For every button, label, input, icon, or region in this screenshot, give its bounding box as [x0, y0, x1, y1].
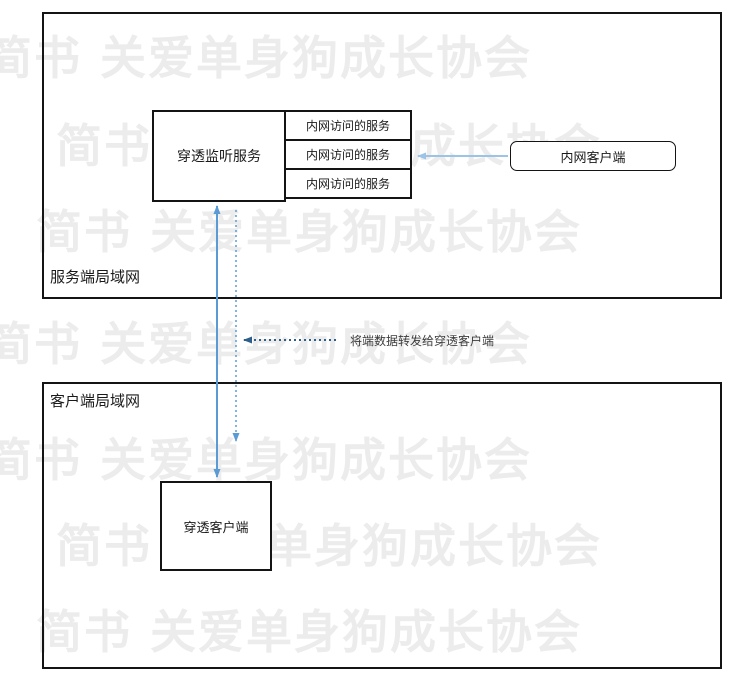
watermark-text: 简书 关爱单身狗成长协会: [56, 519, 603, 573]
client-lan-label: 客户端局域网: [50, 392, 141, 410]
intranet-service-box: 内网访问的服务: [284, 110, 412, 141]
server-lan-label: 服务端局域网: [50, 268, 141, 286]
intranet-client-box: 内网客户端: [510, 141, 676, 171]
client-lan-box: [42, 382, 722, 669]
watermark-text: 简书 关爱单身狗成长协会: [0, 31, 533, 85]
forward-data-label: 将端数据转发给穿透客户端: [350, 334, 495, 348]
intranet-service-box: 内网访问的服务: [284, 139, 412, 170]
intranet-client-label: 内网客户端: [560, 150, 626, 166]
watermark-text: 简书 关爱单身狗成长协会: [36, 605, 583, 659]
watermark-text: 简书 关爱单身狗成长协会: [36, 205, 583, 259]
listen-service-box: 穿透监听服务: [152, 110, 286, 202]
intranet-services-stack: 内网访问的服务 内网访问的服务 内网访问的服务: [284, 110, 412, 199]
intranet-service-box: 内网访问的服务: [284, 168, 412, 199]
penetration-client-box: 穿透客户端: [160, 481, 272, 571]
watermark-text: 简书 关爱单身狗成长协会: [0, 433, 533, 487]
watermark-text: 简书 关爱单身狗成长协会: [0, 317, 533, 371]
server-lan-box: [42, 12, 722, 299]
penetration-client-label: 穿透客户端: [183, 520, 249, 536]
listen-service-label: 穿透监听服务: [177, 149, 261, 165]
